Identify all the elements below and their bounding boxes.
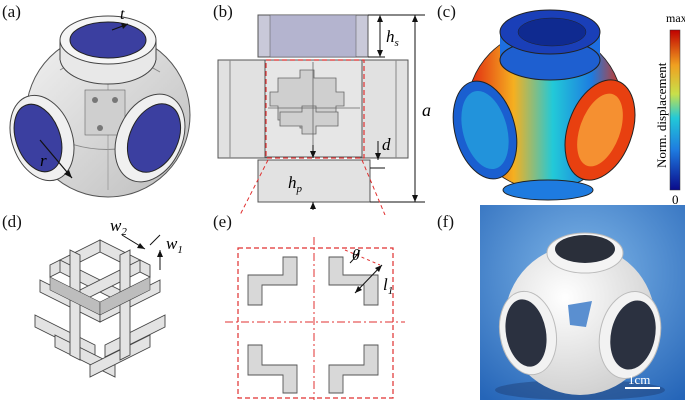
colorbar-max: max: [666, 11, 685, 25]
label-w2: w: [110, 216, 122, 235]
panel-a-unit-cell: t r: [9, 6, 191, 198]
panel-label-b: (b): [213, 2, 233, 21]
panel-label-d: (d): [2, 212, 22, 231]
svg-text:w2: w2: [110, 216, 127, 238]
panel-label-e: (e): [213, 212, 232, 231]
photo-top-magnet: [555, 235, 615, 263]
label-d: d: [382, 135, 391, 154]
svg-text:l1: l1: [383, 275, 393, 297]
label-w2-sub: 2: [121, 226, 127, 238]
label-hs: h: [386, 27, 395, 46]
right-magnet: [126, 103, 182, 173]
label-l1: l: [383, 275, 388, 294]
label-w1: w: [166, 234, 178, 253]
svg-text:hp: hp: [288, 173, 303, 195]
label-t: t: [120, 6, 125, 23]
left-magnet: [13, 103, 63, 173]
photo-right-magnet: [610, 300, 656, 370]
label-hs-sub: s: [395, 37, 399, 49]
colorbar: [669, 29, 681, 191]
panel-f-photo: 1cm: [480, 205, 685, 400]
label-r: r: [40, 151, 47, 170]
label-l1-sub: 1: [388, 285, 394, 297]
colorbar-title: Norm. displacement: [654, 62, 669, 168]
photo-left-magnet: [505, 299, 547, 367]
panel-label-f: (f): [437, 212, 454, 231]
panel-c-displacement-map: max 0 Norm. displacement: [452, 9, 685, 205]
panel-e-cross-pattern: θ l1: [225, 237, 405, 400]
svg-text:w1: w1: [166, 234, 183, 256]
panel-label-c: (c): [437, 2, 456, 21]
svg-text:hs: hs: [386, 27, 399, 49]
panel-b-side-view: hs a d hp: [217, 14, 431, 215]
label-theta: θ: [352, 247, 360, 264]
panel-d-lattice: w2 w1: [34, 216, 183, 378]
colorbar-min: 0: [672, 192, 679, 205]
label-hp-sub: p: [296, 183, 303, 195]
scale-label: 1cm: [628, 372, 650, 387]
label-hp: h: [288, 173, 297, 192]
label-w1-sub: 1: [177, 244, 183, 256]
label-a: a: [422, 100, 431, 120]
panel-label-a: (a): [2, 2, 21, 21]
